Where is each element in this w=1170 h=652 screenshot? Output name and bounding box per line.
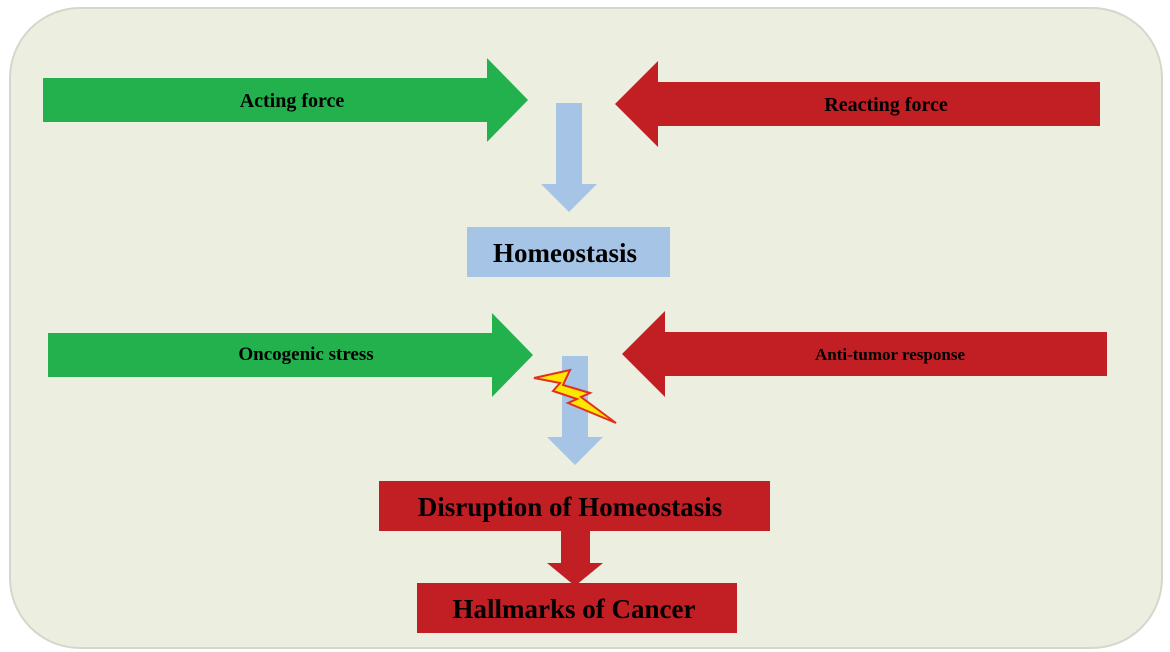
hallmarks-box: Hallmarks of Cancer bbox=[417, 583, 737, 633]
disruption-box-bg bbox=[379, 481, 770, 531]
background-panel bbox=[9, 7, 1163, 649]
homeostasis-label: Homeostasis bbox=[493, 238, 637, 268]
down-arrow-to-hallmarks bbox=[547, 531, 603, 586]
anti-tumor-response-label: Anti-tumor response bbox=[815, 345, 965, 364]
oncogenic-stress-arrow: Oncogenic stress bbox=[48, 313, 533, 397]
down-arrow-to-homeostasis bbox=[541, 103, 597, 212]
disruption-label: Disruption of Homeostasis bbox=[418, 492, 723, 522]
down-arrow-to-disruption bbox=[547, 356, 603, 465]
acting-force-arrow: Acting force bbox=[43, 58, 528, 142]
acting-force-label: Acting force bbox=[240, 90, 345, 112]
lightning-bolt-icon bbox=[533, 368, 617, 424]
acting-force-arrow-shape bbox=[43, 58, 528, 142]
anti-tumor-response-arrow-shape bbox=[622, 311, 1107, 397]
reacting-force-arrow-shape bbox=[615, 61, 1100, 147]
hallmarks-label: Hallmarks of Cancer bbox=[453, 594, 696, 624]
homeostasis-box: Homeostasis bbox=[467, 227, 670, 277]
disruption-box: Disruption of Homeostasis bbox=[379, 481, 770, 531]
anti-tumor-response-arrow: Anti-tumor response bbox=[622, 311, 1107, 397]
oncogenic-stress-label: Oncogenic stress bbox=[238, 344, 373, 365]
oncogenic-stress-arrow-shape bbox=[48, 313, 533, 397]
hallmarks-box-bg bbox=[417, 583, 737, 633]
reacting-force-arrow: Reacting force bbox=[615, 61, 1100, 147]
homeostasis-box-bg bbox=[467, 227, 670, 277]
reacting-force-label: Reacting force bbox=[824, 94, 948, 116]
